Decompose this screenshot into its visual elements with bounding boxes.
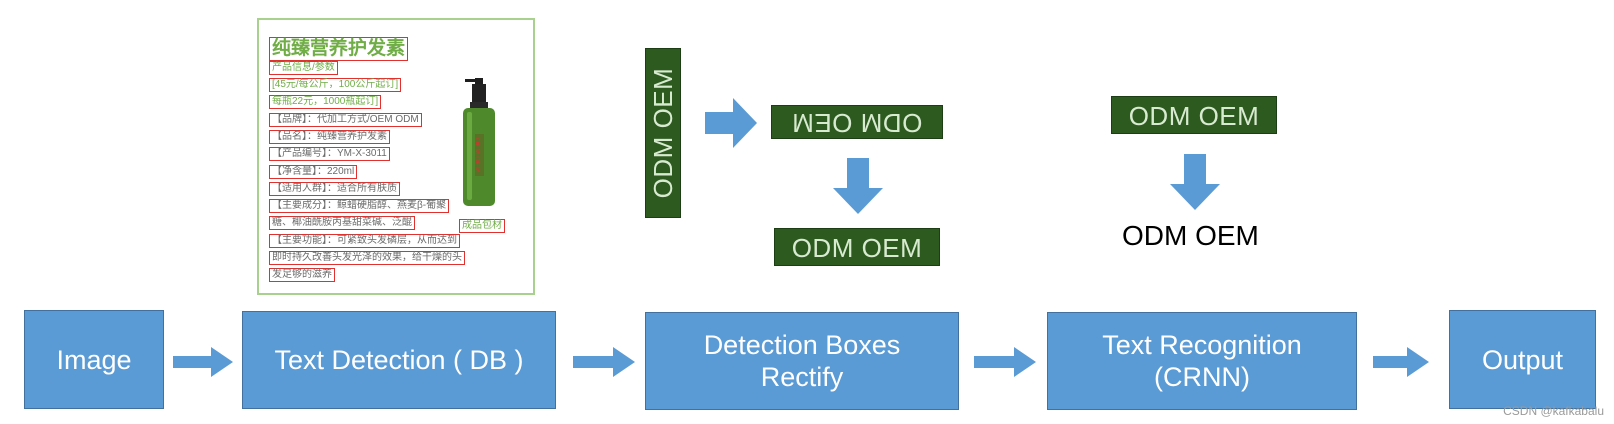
text-box-line-4: 【品牌】：代加工方式/OEM ODM [269,113,422,127]
recognition-input-crop: ODM OEM [1111,96,1277,134]
rectified-crop: ODM OEM [774,228,940,266]
stage-rectify: Detection Boxes Rectify [645,312,959,410]
text-box-line-10: 糖、椰油酰胺丙基甜菜碱、泛醌 [269,216,415,230]
arrow-down-icon [833,158,883,214]
text-box-line-8: 【适用人群】：适合所有肤质 [269,182,400,196]
stage-recognition-label-1: Text Recognition [1102,330,1302,360]
text-box-line-1: 产品信息/参数 [269,61,338,75]
arrow-right-icon [1373,347,1429,377]
text-box-line-11: 【主要功能】：可紧致头发磷层，从而达到 [269,234,460,248]
arrow-right-icon [573,347,635,377]
stage-output: Output [1449,310,1596,409]
vertical-crop: ODM OEM [645,48,681,218]
arrow-right-icon [705,98,757,148]
text-box-line-12: 即时持久改善头发光泽的效果，给干燥的头 [269,251,465,265]
text-box-line-7: 【净含量】：220ml [269,165,358,179]
text-box-line-9: 【主要成分】：鲸蜡硬脂醇、燕麦β-葡聚 [269,199,450,213]
text-box-line-6: 【产品编号】：YM-X-3011 [269,147,390,161]
vertical-crop-text: ODM OEM [648,67,678,199]
stage-rectify-label-2: Rectify [760,362,844,392]
stage-recognition-label-2: (CRNN) [1154,362,1250,392]
text-box-line-5: 【品名】：纯臻营养护发素 [269,130,390,144]
product-title-box: 纯臻营养护发素 [269,37,409,61]
flipped-crop: ODM OEM [771,105,943,139]
recognized-text: ODM OEM [1122,220,1259,251]
text-box-line-3: 每瓶22元，1000瓶起订] [269,95,382,109]
arrow-down-icon [1170,154,1220,210]
flipped-crop-text: ODM OEM [791,108,923,138]
arrow-right-icon [974,347,1036,377]
stage-rectify-label-1: Detection Boxes [703,330,901,360]
stage-image-label: Image [56,344,132,375]
bottle-icon [463,78,495,206]
stage-image: Image [24,310,164,409]
stage-text-recognition: Text Recognition (CRNN) [1047,312,1357,410]
watermark: CSDN @kafkabalu [1503,404,1604,418]
product-image: 纯臻营养护发素 产品信息/参数 [45元/每公斤，100公斤起订] 每瓶22元，… [257,18,535,295]
stage-output-label: Output [1481,344,1564,375]
bottle-label: ODM OEM [473,138,480,173]
stage-text-detection: Text Detection ( DB ) [242,311,556,409]
text-box-line-13: 发足够的滋养 [269,268,335,282]
stage-text-detection-label: Text Detection ( DB ) [274,345,524,375]
side-label-box: 成品包材 [459,219,505,233]
arrow-right-icon [173,347,233,377]
text-box-line-2: [45元/每公斤，100公斤起订] [269,78,402,92]
